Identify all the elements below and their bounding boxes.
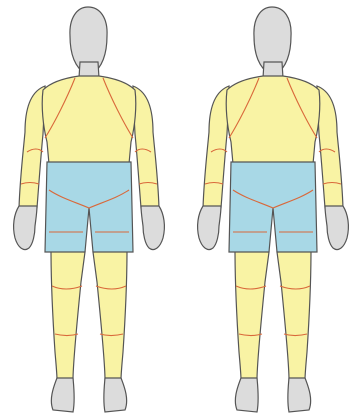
front-figure [14,7,165,412]
back-figure [198,7,349,412]
